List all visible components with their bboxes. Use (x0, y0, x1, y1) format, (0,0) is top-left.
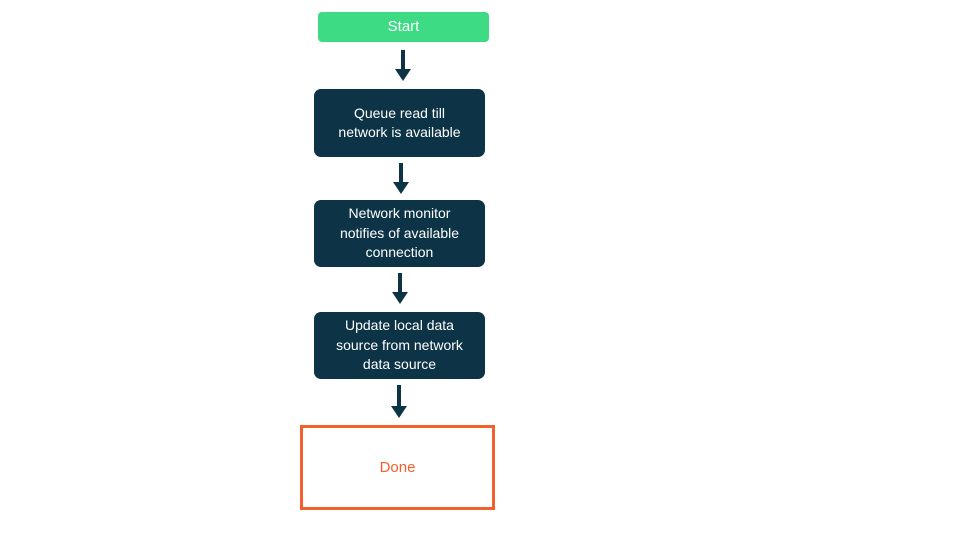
flow-node-done: Done (300, 425, 495, 510)
arrow-stem (401, 50, 405, 69)
arrow-head-icon (395, 69, 411, 81)
flow-arrow-update-to-done (391, 385, 407, 418)
flow-node-start: Start (318, 12, 489, 42)
flow-arrow-monitor-to-update (392, 273, 408, 304)
arrow-head-icon (391, 406, 407, 418)
flow-node-queue-read: Queue read till network is available (314, 89, 485, 157)
arrow-head-icon (392, 292, 408, 304)
arrow-stem (398, 273, 402, 292)
flow-node-network-monitor: Network monitor notifies of available co… (314, 200, 485, 267)
arrow-stem (397, 385, 401, 406)
arrow-stem (399, 163, 403, 182)
flow-node-update-local-data: Update local data source from network da… (314, 312, 485, 379)
arrow-head-icon (393, 182, 409, 194)
flow-arrow-start-to-queue (395, 50, 411, 81)
flow-arrow-queue-to-monitor (393, 163, 409, 194)
